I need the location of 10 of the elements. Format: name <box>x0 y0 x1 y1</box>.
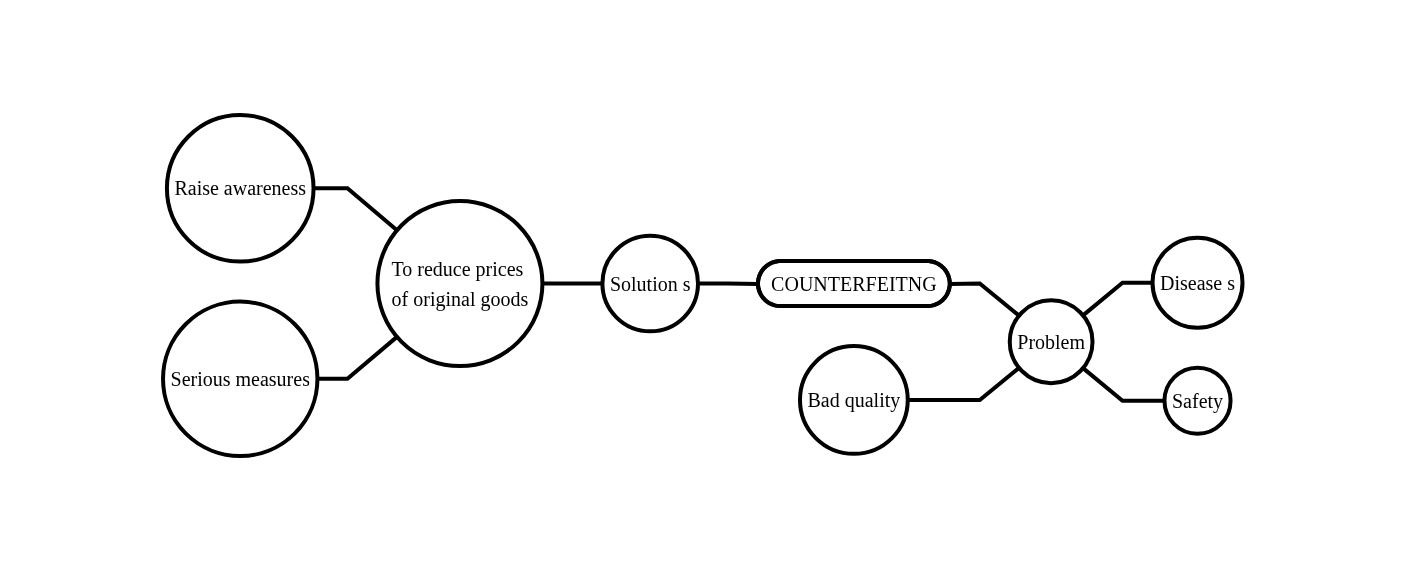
node-circle: Serious measures <box>160 300 320 459</box>
node-circle: Problem <box>1007 298 1095 386</box>
node-circle: Safety <box>1162 366 1233 437</box>
node-circle: Raise awareness <box>164 113 316 265</box>
connector <box>317 335 398 382</box>
node-circle: Solution s <box>600 234 700 334</box>
connector <box>697 282 759 287</box>
node-circle: Disease s <box>1150 236 1245 331</box>
node-circle: Bad quality <box>797 344 910 457</box>
node-circle: To reduce prices of original goods <box>375 199 545 369</box>
